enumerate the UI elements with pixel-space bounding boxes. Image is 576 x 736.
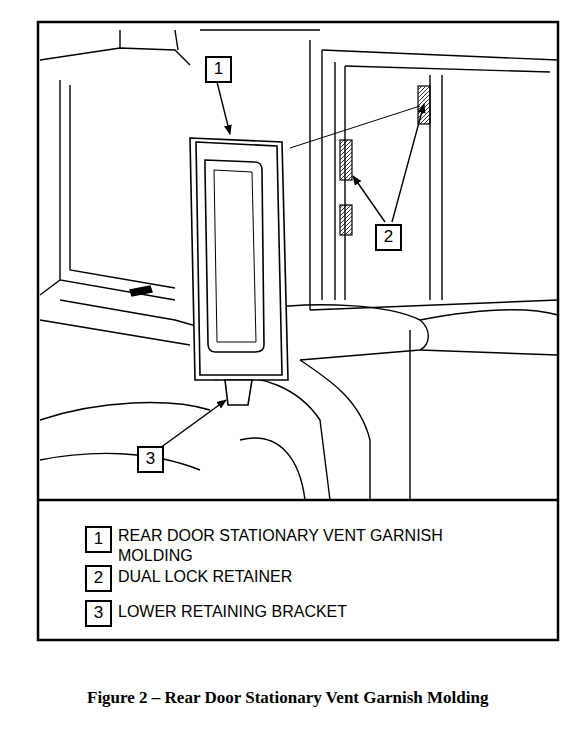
garnish-molding <box>190 106 420 405</box>
callout-box: 3 <box>85 600 112 627</box>
callout-number: 2 <box>94 569 103 588</box>
callout-number: 3 <box>146 450 155 469</box>
legend-text: LOWER RETAINING BRACKET <box>118 602 448 622</box>
legend-text: DUAL LOCK RETAINER <box>118 567 448 587</box>
callout-box: 2 <box>375 224 402 251</box>
dual-lock-retainer <box>340 86 430 235</box>
callout-number: 3 <box>94 604 103 623</box>
figure-caption: Figure 2 – Rear Door Stationary Vent Gar… <box>87 688 488 708</box>
legend-text: REAR DOOR STATIONARY VENT GARNISH MOLDIN… <box>118 526 448 566</box>
callout-number: 1 <box>214 60 223 79</box>
callout-box: 2 <box>85 565 112 592</box>
callout-box: 1 <box>85 526 112 553</box>
car-interior <box>40 30 558 500</box>
callout-number: 2 <box>384 228 393 247</box>
leader-line <box>160 82 424 448</box>
callout-box: 1 <box>205 56 232 83</box>
frame <box>38 22 558 640</box>
callout-box: 3 <box>137 446 164 473</box>
callout-number: 1 <box>94 530 103 549</box>
